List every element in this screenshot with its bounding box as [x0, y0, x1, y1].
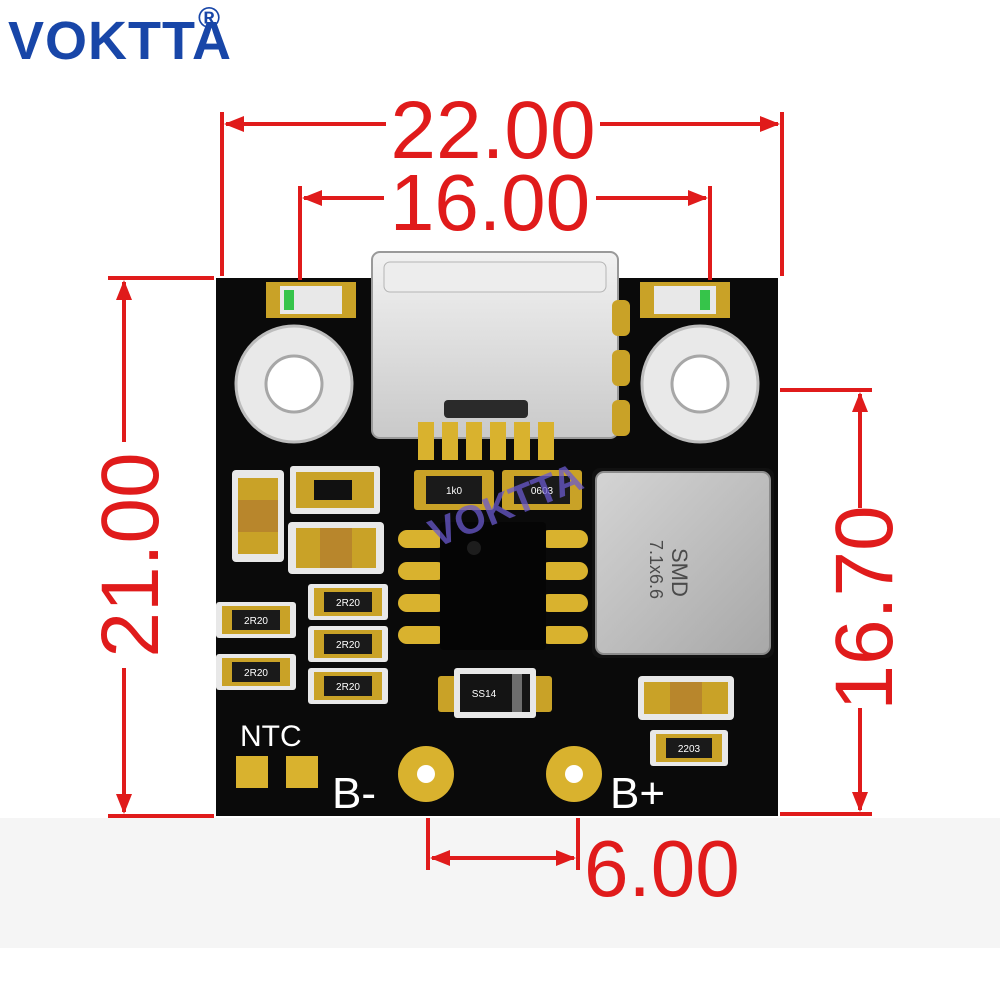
- battery-pad-negative: [398, 746, 454, 802]
- ntc-pad-2: [286, 756, 318, 788]
- resistor-r8: 2203: [650, 730, 728, 766]
- inductor: SMD 7.1x6.6: [592, 468, 774, 658]
- led-right: [640, 282, 730, 318]
- brand-logo: VOKTTA: [8, 11, 232, 71]
- resistor-r4: 2R20: [216, 654, 296, 690]
- dimension-overall-width: [220, 112, 784, 276]
- usb-pins: [418, 422, 554, 460]
- capacitor-c3: [638, 676, 734, 720]
- ntc-pad-1: [236, 756, 268, 788]
- resistor-r3: 2R20: [216, 602, 296, 638]
- resistor-r7-code: 2R20: [336, 682, 360, 693]
- dimension-connector-span-label: 16.00: [390, 158, 590, 247]
- resistor-r6: 2R20: [308, 626, 388, 662]
- ic-chip: [398, 522, 588, 650]
- capacitor-c1: [232, 470, 284, 562]
- resistor-r5-code: 2R20: [336, 598, 360, 609]
- dimension-side-height-label: 16.70: [819, 505, 910, 710]
- b-plus-label: B+: [610, 769, 665, 818]
- dimension-pad-spacing: [426, 818, 580, 870]
- dimension-connector-span: [298, 186, 712, 280]
- resistor-r3-code: 2R20: [244, 616, 268, 627]
- transistor-q1: [290, 466, 380, 514]
- dimension-overall-width-label: 22.00: [390, 85, 595, 176]
- inductor-marking-2: 7.1x6.6: [646, 540, 666, 599]
- resistor-r6-code: 2R20: [336, 640, 360, 651]
- resistor-r2-code: 0603: [531, 486, 554, 497]
- b-minus-label: B-: [332, 769, 376, 818]
- inductor-marking-1: SMD: [667, 548, 692, 597]
- resistor-r2: 0603: [502, 470, 582, 510]
- battery-pad-positive: [546, 746, 602, 802]
- dimension-side-height: [780, 388, 872, 816]
- dimension-pad-spacing-label: 6.00: [584, 824, 740, 913]
- resistor-r5: 2R20: [308, 584, 388, 620]
- dimension-overall-height: [108, 276, 214, 818]
- mounting-hole-left: [234, 324, 354, 444]
- registered-mark: ®: [198, 2, 221, 35]
- usb-c-connector: [371, 251, 630, 439]
- capacitor-c2: [288, 522, 384, 574]
- resistor-r8-code: 2203: [678, 744, 701, 755]
- resistor-r1-code: 1k0: [446, 486, 463, 497]
- led-left: [266, 282, 356, 318]
- diode: SS14: [438, 668, 552, 718]
- resistor-r4-code: 2R20: [244, 668, 268, 679]
- resistor-r1: 1k0: [414, 470, 494, 510]
- resistor-r7: 2R20: [308, 668, 388, 704]
- dimension-overall-height-label: 21.00: [85, 452, 176, 657]
- background-floor: [0, 818, 1000, 948]
- ntc-label: NTC: [240, 720, 302, 753]
- mounting-hole-right: [640, 324, 760, 444]
- diode-code: SS14: [472, 689, 497, 700]
